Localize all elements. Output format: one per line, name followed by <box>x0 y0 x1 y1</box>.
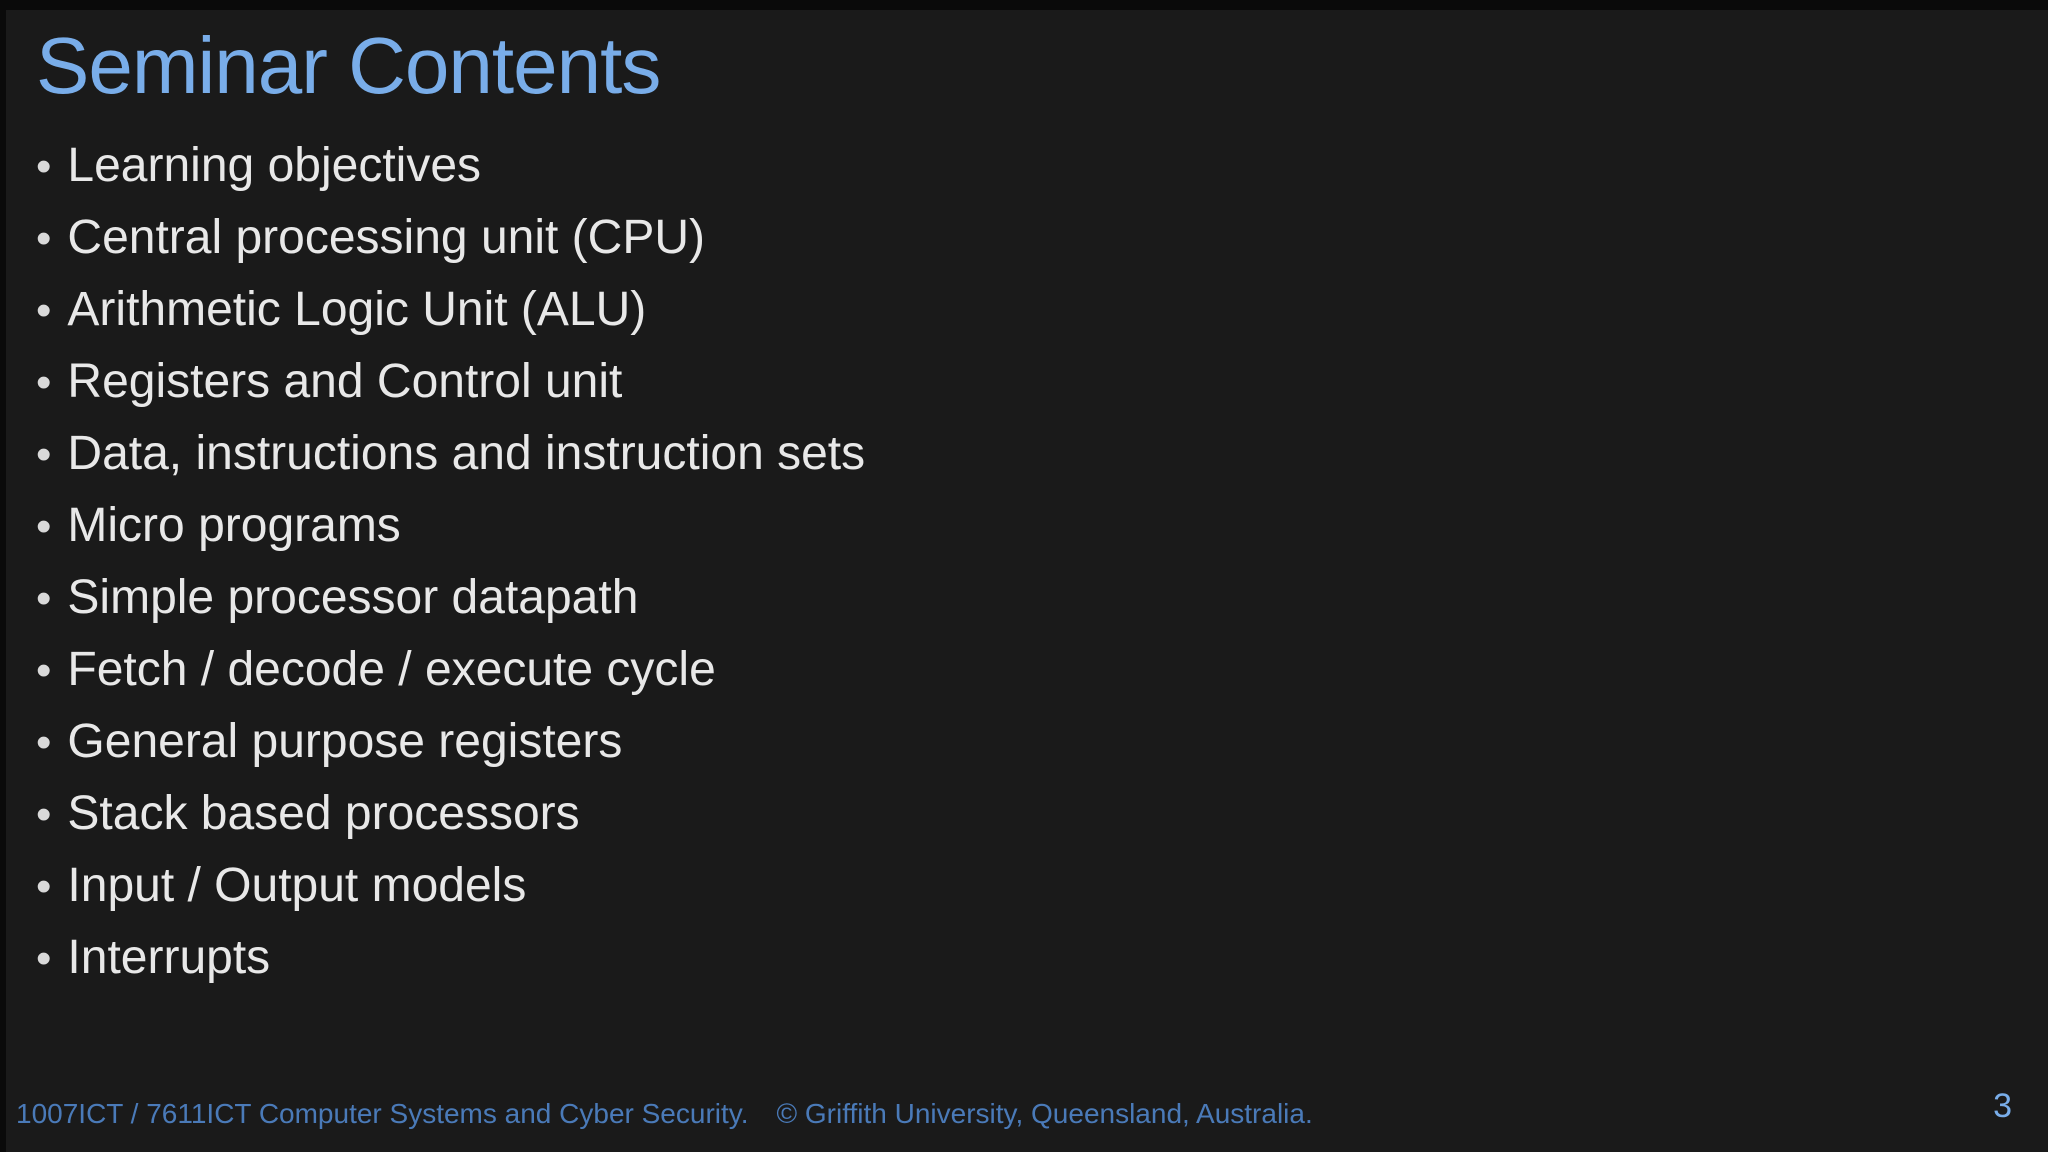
bullet-text: Input / Output models <box>67 859 527 912</box>
bullet-item: • Learning objectives <box>0 130 1900 202</box>
bullet-item: • Interrupts <box>0 922 1900 994</box>
bullet-item: • Input / Output models <box>0 850 1900 922</box>
bullet-dot: • <box>36 430 52 479</box>
bullet-item: • Arithmetic Logic Unit (ALU) <box>0 274 1900 346</box>
bullet-text: Simple processor datapath <box>67 571 639 624</box>
top-edge-strip <box>0 0 2048 10</box>
bullet-text: Stack based processors <box>67 787 580 840</box>
bullet-item: • Data, instructions and instruction sets <box>0 418 1900 490</box>
bullet-dot: • <box>36 646 52 695</box>
bullet-text: Fetch / decode / execute cycle <box>67 643 716 696</box>
slide-title: Seminar Contents <box>36 21 661 110</box>
bullet-item: • Central processing unit (CPU) <box>0 202 1900 274</box>
bullet-dot: • <box>36 862 52 911</box>
bullet-dot: • <box>36 502 52 551</box>
footer-course-text: 1007ICT / 7611ICT Computer Systems and C… <box>16 1098 749 1129</box>
bullet-text: Data, instructions and instruction sets <box>67 427 866 480</box>
bullet-item: • Fetch / decode / execute cycle <box>0 634 1900 706</box>
slide-footer: 1007ICT / 7611ICT Computer Systems and C… <box>16 1098 1313 1130</box>
left-edge-strip <box>0 0 6 1152</box>
bullet-item: • General purpose registers <box>0 706 1900 778</box>
bullet-item: • Registers and Control unit <box>0 346 1900 418</box>
bullet-item: • Stack based processors <box>0 778 1900 850</box>
bullet-text: Micro programs <box>67 499 401 552</box>
bullet-list: • Learning objectives • Central processing … <box>0 130 1900 994</box>
bullet-text: Interrupts <box>67 931 271 984</box>
bullet-text: Learning objectives <box>67 139 482 192</box>
bullet-dot: • <box>36 718 52 767</box>
bullet-dot: • <box>36 286 52 335</box>
bullet-text: General purpose registers <box>67 715 623 768</box>
bullet-text: Registers and Control unit <box>67 355 623 408</box>
bullet-dot: • <box>36 934 52 983</box>
bullet-item: • Simple processor datapath <box>0 562 1900 634</box>
bullet-text: Arithmetic Logic Unit (ALU) <box>67 283 647 336</box>
bullet-dot: • <box>36 142 52 191</box>
page-number: 3 <box>1993 1087 2012 1125</box>
bullet-dot: • <box>36 214 52 263</box>
bullet-dot: • <box>36 358 52 407</box>
footer-copyright-text: © Griffith University, Queensland, Austr… <box>776 1098 1313 1129</box>
bullet-dot: • <box>36 790 52 839</box>
bullet-item: • Micro programs <box>0 490 1900 562</box>
bullet-dot: • <box>36 574 52 623</box>
bullet-text: Central processing unit (CPU) <box>67 211 705 264</box>
